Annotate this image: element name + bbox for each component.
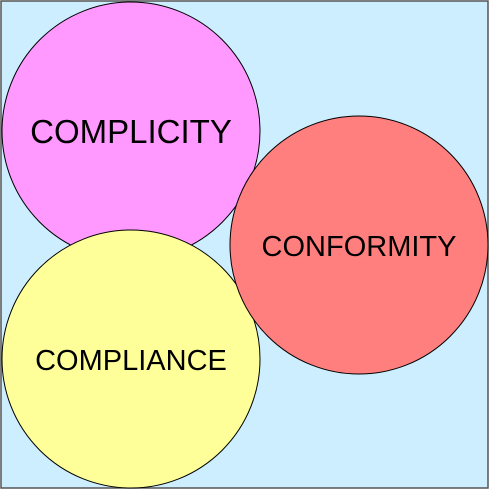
label-compliance: COMPLIANCE <box>35 345 227 377</box>
label-conformity: CONFORMITY <box>262 231 457 263</box>
label-complicity: COMPLICITY <box>30 113 232 150</box>
circle-conformity-shape <box>229 115 489 375</box>
circle-compliance <box>1 229 261 489</box>
circle-compliance-shape <box>1 229 261 489</box>
circle-conformity <box>229 115 489 375</box>
